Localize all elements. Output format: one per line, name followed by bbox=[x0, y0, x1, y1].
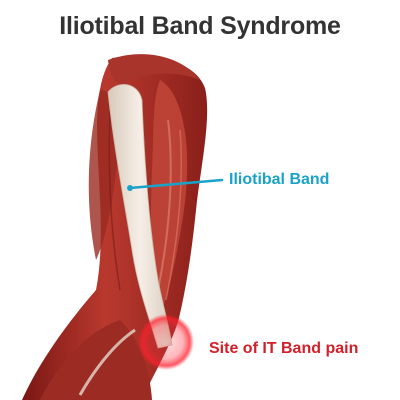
it-band-pointer-dot bbox=[127, 185, 133, 191]
pain-site-marker bbox=[138, 314, 194, 370]
pain-site-label: Site of IT Band pain bbox=[209, 340, 359, 357]
it-band-label: Iliotibal Band bbox=[229, 171, 330, 188]
quadriceps-fibers bbox=[157, 119, 172, 291]
quadriceps-muscle bbox=[150, 80, 188, 315]
hip-muscle bbox=[108, 54, 200, 84]
hamstring-muscle bbox=[88, 90, 120, 260]
page-title: Iliotibal Band Syndrome bbox=[59, 12, 341, 40]
it-band-pointer-line bbox=[128, 178, 224, 190]
